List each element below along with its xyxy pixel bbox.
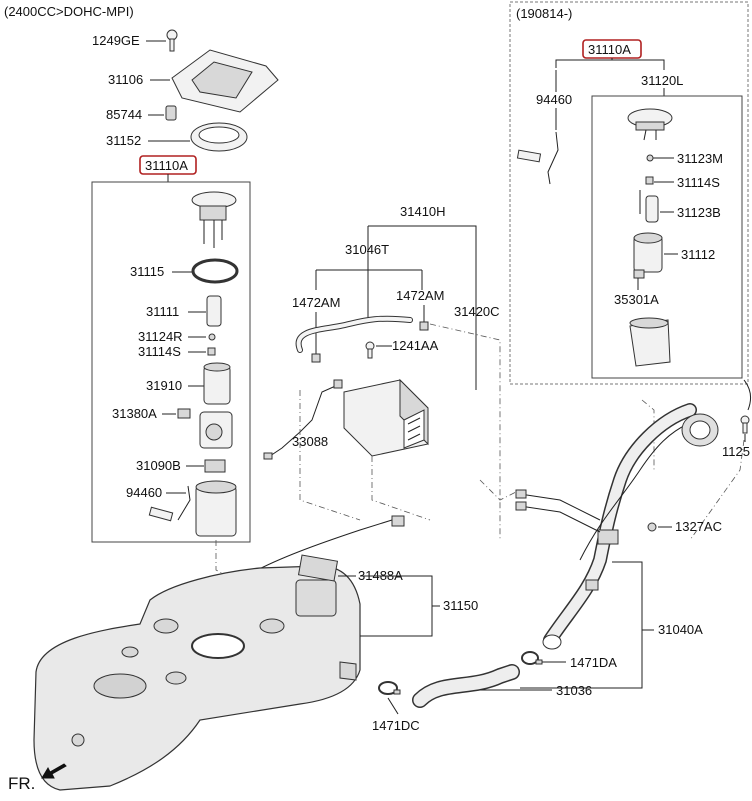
lock-ring-31152: [190, 122, 248, 152]
arrow-down-left-icon: [41, 763, 67, 779]
label-31110A-inset: 31110A: [588, 42, 631, 57]
part-31123M: [646, 154, 654, 162]
leader-31410H: [368, 225, 477, 390]
label-1125[interactable]: 1125: [722, 444, 750, 459]
bolt-1241AA: [365, 341, 375, 359]
label-94460-main[interactable]: 94460: [126, 485, 162, 500]
plate-31106: [171, 49, 279, 113]
ref-line-3: [371, 456, 431, 521]
label-31410H[interactable]: 31410H: [400, 204, 446, 219]
pump-31112: [633, 232, 663, 273]
label-31114S-inset[interactable]: 31114S: [677, 175, 720, 190]
label-31115[interactable]: 31115: [130, 264, 164, 279]
label-1471DC[interactable]: 1471DC: [372, 718, 420, 733]
filter-31123B: [639, 190, 659, 223]
label-31040A[interactable]: 31040A: [658, 622, 703, 637]
vapor-hose-31046T: [295, 315, 429, 363]
clamp-1471DC: [378, 681, 401, 695]
part-31090B: [204, 459, 226, 473]
pump-flange-inset: [627, 108, 673, 141]
direction-label: FR.: [8, 774, 35, 793]
label-35301A[interactable]: 35301A: [614, 292, 659, 307]
inset-edge-arc: [743, 379, 752, 411]
label-31110A-main: 31110A: [145, 158, 188, 173]
label-31420C[interactable]: 31420C: [454, 304, 500, 319]
label-31112[interactable]: 31112: [681, 247, 715, 262]
label-33088[interactable]: 33088: [292, 434, 328, 449]
leader-31040A: [520, 561, 643, 689]
label-31910[interactable]: 31910: [146, 378, 182, 393]
variant-header: (190814-): [516, 6, 572, 21]
label-31152[interactable]: 31152: [106, 133, 141, 148]
label-94460-inset[interactable]: 94460: [536, 92, 572, 107]
leader-1471DC: [387, 697, 399, 715]
label-31114S-main[interactable]: 31114S: [138, 344, 181, 359]
label-1471DA[interactable]: 1471DA: [570, 655, 617, 670]
reservoir-cup-inset: [629, 317, 671, 367]
ref-line-4: [479, 479, 521, 501]
engine-header: (2400CC>DOHC-MPI): [4, 4, 134, 19]
filter-31111: [206, 295, 222, 327]
pump-module-box: [91, 181, 251, 543]
label-1472AM-right[interactable]: 1472AM: [396, 288, 444, 303]
fuel-tank-31150: [33, 565, 361, 791]
regulator-31380A: [177, 408, 233, 449]
part-31114S-inset: [645, 176, 654, 185]
inset-pump-box: [591, 95, 743, 379]
filler-neck-31040A: [515, 403, 719, 650]
clip-85744: [165, 105, 177, 121]
label-31090B[interactable]: 31090B: [136, 458, 181, 473]
label-31106[interactable]: 31106: [108, 72, 143, 87]
label-85744[interactable]: 85744: [106, 107, 142, 122]
part-35301A: [633, 269, 645, 279]
label-1472AM-left[interactable]: 1472AM: [292, 295, 340, 310]
tube-33088: [263, 379, 343, 460]
label-31380A[interactable]: 31380A: [112, 406, 157, 421]
oring-31124R: [208, 333, 216, 341]
screw-1249GE: [166, 29, 178, 52]
leader-31110A-inset: [555, 59, 665, 70]
pump-flange: [191, 191, 237, 248]
label-1327AC[interactable]: 1327AC: [675, 519, 722, 534]
canister-31420C: [343, 378, 429, 457]
label-1241AA[interactable]: 1241AA: [392, 338, 439, 353]
ref-line-1: [429, 323, 501, 540]
part-31114S-main: [207, 347, 216, 356]
bolt-1125: [740, 415, 750, 434]
clamp-1471DA: [521, 651, 543, 665]
label-31123B[interactable]: 31123B: [677, 205, 721, 220]
hose-31036: [412, 664, 520, 708]
label-31111[interactable]: 31111: [146, 304, 179, 319]
leader-31150: [360, 575, 433, 637]
nut-1327AC: [647, 522, 657, 532]
label-31036[interactable]: 31036: [556, 683, 592, 698]
ref-line-7: [689, 439, 745, 541]
label-31150[interactable]: 31150: [443, 598, 478, 613]
sender-94460-main: [148, 480, 237, 537]
ref-line-2: [299, 390, 361, 521]
pad-31488A: [297, 554, 339, 582]
label-31124R[interactable]: 31124R: [138, 329, 183, 344]
label-31046T[interactable]: 31046T: [345, 242, 389, 257]
inset-variant-box: [509, 1, 749, 385]
label-31123M[interactable]: 31123M: [677, 151, 723, 166]
gasket-31115: [191, 258, 239, 284]
ref-line-6: [641, 399, 655, 470]
sender-94460-inset: [516, 131, 559, 185]
label-31120L[interactable]: 31120L: [641, 73, 683, 88]
label-1249GE[interactable]: 1249GE: [92, 33, 140, 48]
pump-31910: [203, 362, 231, 405]
